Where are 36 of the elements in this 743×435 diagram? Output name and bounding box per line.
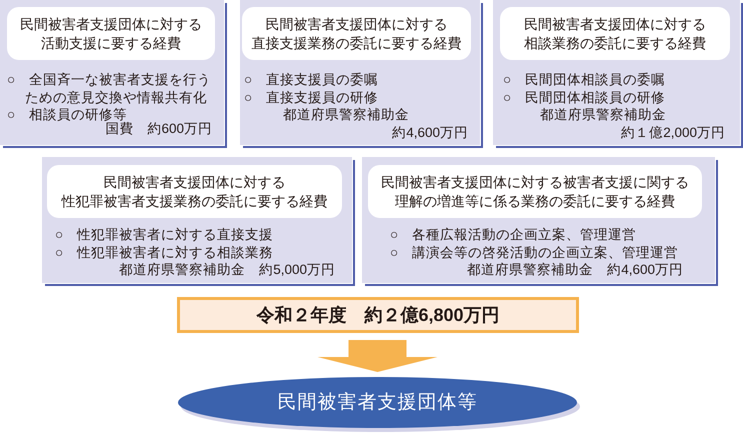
funding-source: 都道府県警察補助金 xyxy=(540,106,666,124)
title-box xyxy=(368,165,702,218)
bullet-item: ○ 直接支援員の研修 xyxy=(244,88,378,106)
bullet-item: ○ 講演会等の啓発活動の企画立案、管理運営 xyxy=(390,244,678,261)
panel-title: 民間被害者支援団体に対する被害者支援に関する理解の増進等に係る業務の委託に要する経費 xyxy=(381,172,689,210)
funding-amount: 国費 約600万円 xyxy=(105,120,212,137)
title-box xyxy=(7,7,215,60)
bullet-item: ○ 相談員の研修等 xyxy=(7,106,128,122)
total-amount: 令和２年度 約２億6,800万円 xyxy=(256,304,500,326)
bullet-item: ○ 性犯罪被害者に対する相談業務 xyxy=(55,244,274,261)
block-arrow xyxy=(318,340,438,372)
funding-amount: 都道府県警察補助金 約4,600万円 xyxy=(467,261,683,278)
bullet-item: ○ 民間団体相談員の委嘱 xyxy=(503,71,666,88)
cost-panel xyxy=(240,0,480,145)
title-box xyxy=(500,7,730,60)
total-box xyxy=(177,297,579,333)
bullet-item: ○ 直接支援員の委嘱 xyxy=(244,71,378,88)
bullet-item: ○ 各種広報活動の企画立案、管理運営 xyxy=(390,226,636,244)
funding-amount: 都道府県警察補助金 約5,000万円 xyxy=(119,261,335,278)
funding-source: 都道府県警察補助金 xyxy=(283,106,409,124)
cost-panel xyxy=(362,157,715,283)
cost-panel xyxy=(0,0,224,145)
cost-panel xyxy=(493,0,740,145)
panel-title: 民間被害者支援団体に対する相談業務の委託に要する経費 xyxy=(524,14,706,52)
cost-panel xyxy=(42,157,352,283)
panel-title: 民間被害者支援団体に対する直接支援業務の委託に要する経費 xyxy=(252,14,462,52)
bullet-item: ○ 全国斉一な被害者支援を行うための意見交換や情報共有化 xyxy=(7,71,212,106)
panel-title: 民間被害者支援団体に対する性犯罪被害者支援業務の委託に要する経費 xyxy=(62,172,328,210)
funding-amount: 約１億2,000万円 xyxy=(621,124,725,141)
bullet-item: ○ 民間団体相談員の研修 xyxy=(503,88,666,106)
funding-amount: 約4,600万円 xyxy=(392,124,468,141)
bullet-item: ○ 性犯罪被害者に対する直接支援 xyxy=(55,226,274,244)
organization-name: 民間被害者支援団体等 xyxy=(278,390,478,414)
title-box xyxy=(242,7,471,60)
panel-title: 民間被害者支援団体に対する活動支援に要する経費 xyxy=(20,14,202,52)
title-box xyxy=(47,165,342,218)
